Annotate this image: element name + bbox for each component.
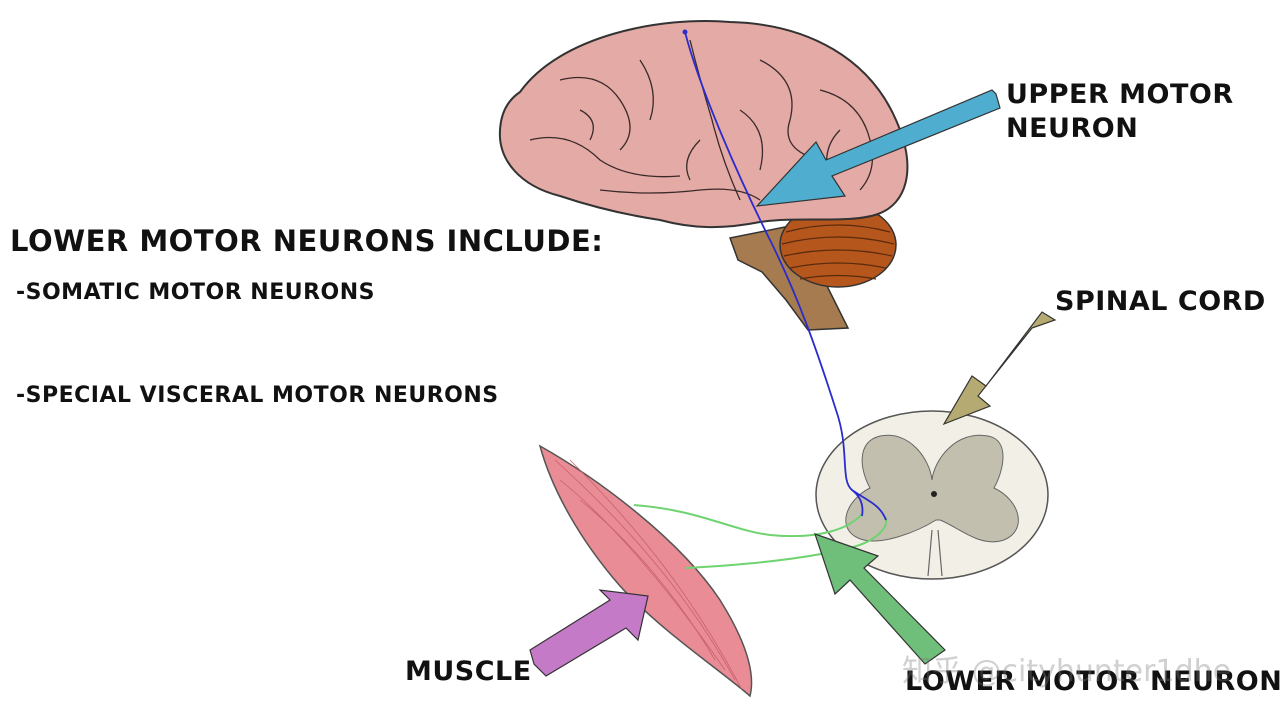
central-canal	[931, 491, 937, 497]
spinal-cord-label: SPINAL CORD	[1055, 286, 1266, 317]
spinal-cord-arrow	[942, 311, 1057, 426]
muscle-arrow	[529, 589, 649, 677]
brain-sulci	[529, 39, 874, 201]
upper-motor-neuron-cell-body	[682, 29, 688, 35]
lower-motor-neuron-path-1	[633, 504, 863, 538]
list-item-special-visceral: -SPECIAL VISCERAL MOTOR NEURONS	[16, 383, 499, 408]
muscle-fibers	[554, 459, 743, 691]
brain-cerebrum	[498, 19, 909, 229]
lower-motor-neurons-include-title: LOWER MOTOR NEURONS INCLUDE:	[10, 224, 604, 258]
list-item-somatic: -SOMATIC MOTOR NEURONS	[16, 280, 375, 305]
muscle-label: MUSCLE	[405, 656, 532, 687]
spinal-grey-matter	[845, 434, 1019, 543]
upper-motor-neuron-label: UPPER MOTOR NEURON	[1006, 78, 1234, 146]
upper-motor-neuron-arrow	[755, 89, 1001, 207]
watermark: 知乎 @cityhunter1dhe	[902, 654, 1232, 689]
lower-motor-neuron-label: LOWER MOTOR NEURON	[905, 666, 1280, 697]
upper-motor-neuron-label-line2: NEURON	[1006, 113, 1139, 144]
cerebellum-folds	[781, 224, 895, 280]
upper-motor-neuron-path	[684, 31, 887, 521]
upper-motor-neuron-label-line1: UPPER MOTOR	[1006, 79, 1234, 110]
lower-motor-neuron-arrow	[814, 533, 946, 665]
anterior-median-fissure	[927, 529, 943, 577]
